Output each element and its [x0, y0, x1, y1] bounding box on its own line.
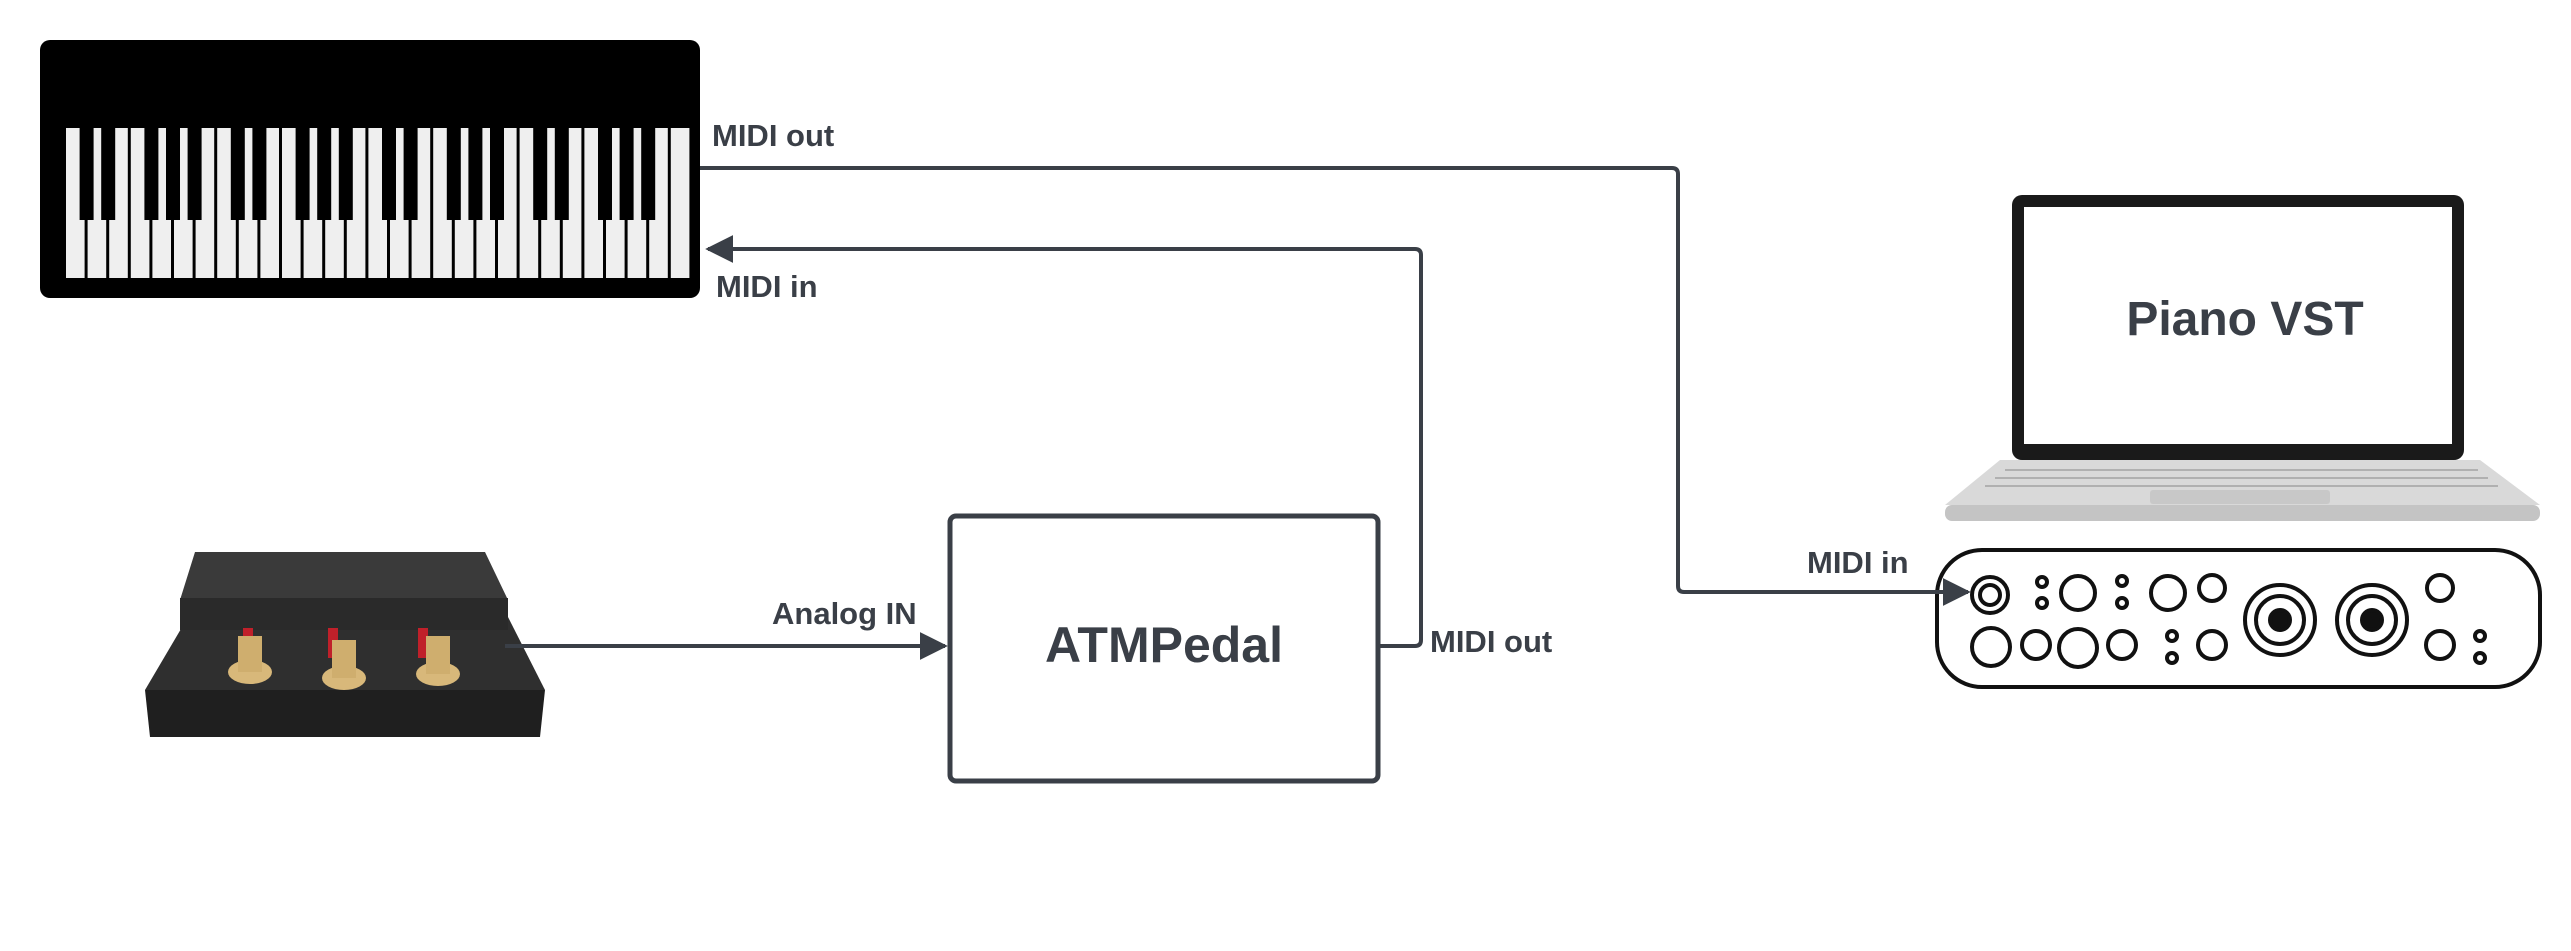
- black-key: [252, 128, 267, 220]
- black-key: [619, 128, 634, 220]
- black-key: [598, 128, 612, 220]
- black-key: [338, 128, 353, 220]
- black-key: [490, 128, 504, 220]
- black-key: [317, 128, 332, 220]
- black-key: [468, 128, 483, 220]
- black-key: [554, 128, 569, 220]
- atmpedal-box: ATMPedal: [947, 513, 1381, 784]
- black-key: [295, 128, 310, 220]
- black-key: [446, 128, 461, 220]
- atmpedal-title: ATMPedal: [1045, 617, 1283, 673]
- black-key: [641, 128, 656, 220]
- piano-keyboard-icon: [40, 40, 700, 298]
- audio-interface-icon: [1935, 548, 2542, 689]
- black-key: [382, 128, 396, 220]
- laptop-icon: Piano VST: [1945, 195, 2540, 521]
- piano-pedal-unit-icon: [145, 552, 545, 737]
- black-key: [79, 128, 94, 220]
- keyboard-to-interface-line: [700, 166, 1971, 606]
- black-key: [403, 128, 418, 220]
- atmpedal-midi-out-label: MIDI out: [1430, 624, 1552, 659]
- black-key: [187, 128, 202, 220]
- black-key: [230, 128, 245, 220]
- white-key: [670, 128, 690, 278]
- atmpedal-to-keyboard-line: [705, 235, 1423, 648]
- black-key: [144, 128, 159, 220]
- black-key: [166, 128, 180, 220]
- laptop-screen-title: Piano VST: [2126, 293, 2363, 346]
- black-key: [533, 128, 548, 220]
- interface-midi-in-label: MIDI in: [1807, 545, 1909, 580]
- black-key: [101, 128, 116, 220]
- keyboard-midi-out-label: MIDI out: [712, 118, 834, 153]
- pedal-analog-in-label: Analog IN: [772, 596, 917, 631]
- keyboard-midi-in-label: MIDI in: [716, 269, 818, 304]
